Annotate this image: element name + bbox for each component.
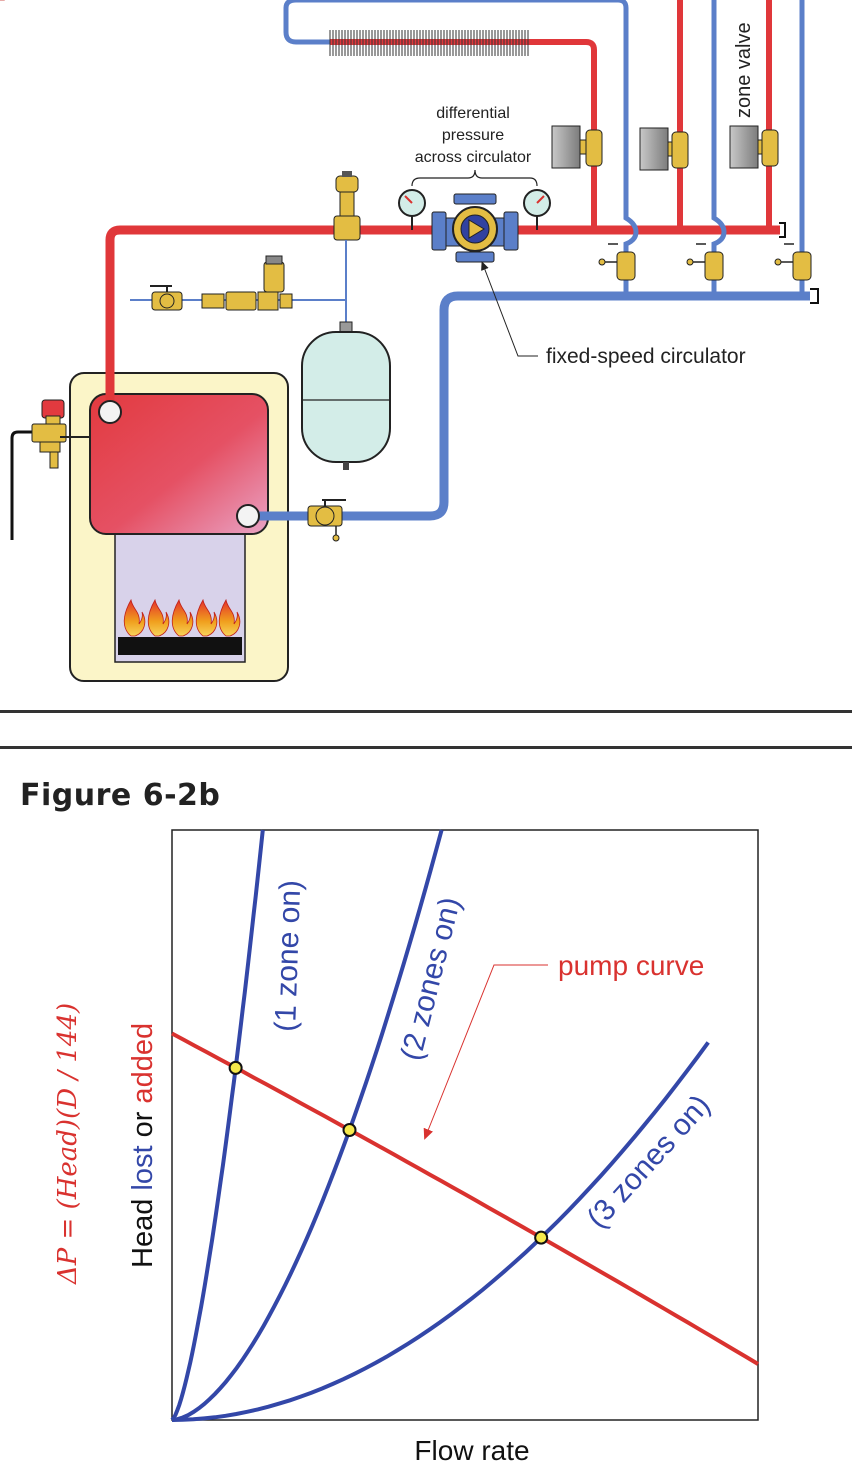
pump-curve <box>171 1031 760 1366</box>
pump-curve-pointer <box>423 964 548 1140</box>
circulator-callout-line <box>481 261 538 357</box>
dp-label-line3: across circulator <box>415 149 532 166</box>
y-label-lost: lost <box>127 1145 159 1190</box>
supply-riser-baseboard <box>330 39 597 230</box>
relief-discharge-pipe <box>10 430 50 540</box>
circulator <box>431 193 519 263</box>
formula-label: ΔP = (Head)(D / 144) <box>53 1003 83 1285</box>
dp-label-line1: differential <box>436 105 510 122</box>
operating-point-2 <box>342 1123 357 1138</box>
zone-valve-2 <box>639 127 689 171</box>
y-label-added: added <box>127 1023 159 1104</box>
system-curve-1 <box>170 829 265 1422</box>
return-port <box>236 504 260 528</box>
expansion-tank <box>301 321 391 470</box>
purge-valve-1 <box>598 243 636 281</box>
purge-valve-3 <box>774 243 812 281</box>
pressure-gauge-left <box>398 189 426 230</box>
supply-port <box>98 400 122 424</box>
relief-valve <box>31 399 90 469</box>
x-axis-label: Flow rate <box>414 1435 529 1466</box>
return-riser-baseboard <box>283 0 639 296</box>
chart: (1 zone on) (2 zones on) (3 zones on) pu… <box>53 829 760 1466</box>
figure-title: Figure 6-2b <box>20 778 221 813</box>
zone-valve-label: zone valve <box>733 22 755 118</box>
return-riser-zone2 <box>711 0 727 296</box>
pump-curve-label: pump curve <box>558 950 704 981</box>
fill-valve-assembly <box>150 255 293 311</box>
divider-bottom <box>0 746 852 749</box>
chart-marks <box>170 829 760 1422</box>
system-curve-2 <box>171 829 444 1422</box>
series-label-2-zones: (2 zones on) <box>395 894 467 1064</box>
circulator-label: fixed-speed circulator <box>546 345 746 368</box>
dp-brace <box>411 169 538 187</box>
return-pipe <box>248 291 810 521</box>
purge-valve-2 <box>686 243 724 281</box>
return-isolation-valve <box>307 499 346 542</box>
supply-pipe <box>105 225 780 412</box>
baseboard-fin-tube <box>329 30 529 56</box>
return-end-cap <box>810 288 819 304</box>
supply-end-cap <box>779 222 786 238</box>
burner <box>118 637 242 655</box>
series-label-1-zone: (1 zone on) <box>269 879 307 1032</box>
circulator-flow-arrow-icon <box>468 219 485 239</box>
zone-valve-1 <box>551 125 603 169</box>
schematic: differential pressure across circulator … <box>0 0 819 682</box>
zone-valve-3 <box>729 125 779 169</box>
dp-label-line2: pressure <box>442 127 504 144</box>
series-label-3-zones: (3 zones on) <box>581 1089 717 1235</box>
y-label-or: or <box>127 1104 159 1146</box>
operating-point-3 <box>534 1230 549 1245</box>
divider-top <box>0 710 852 713</box>
y-axis-label: Head lost or added <box>127 1023 159 1268</box>
pressure-gauge-right <box>523 189 551 230</box>
y-label-head: Head <box>127 1191 159 1268</box>
system-curve-3 <box>171 1041 710 1422</box>
chart-frame <box>171 829 759 1421</box>
air-vent <box>333 171 361 241</box>
heat-exchanger <box>89 393 269 535</box>
operating-point-1 <box>228 1060 243 1075</box>
